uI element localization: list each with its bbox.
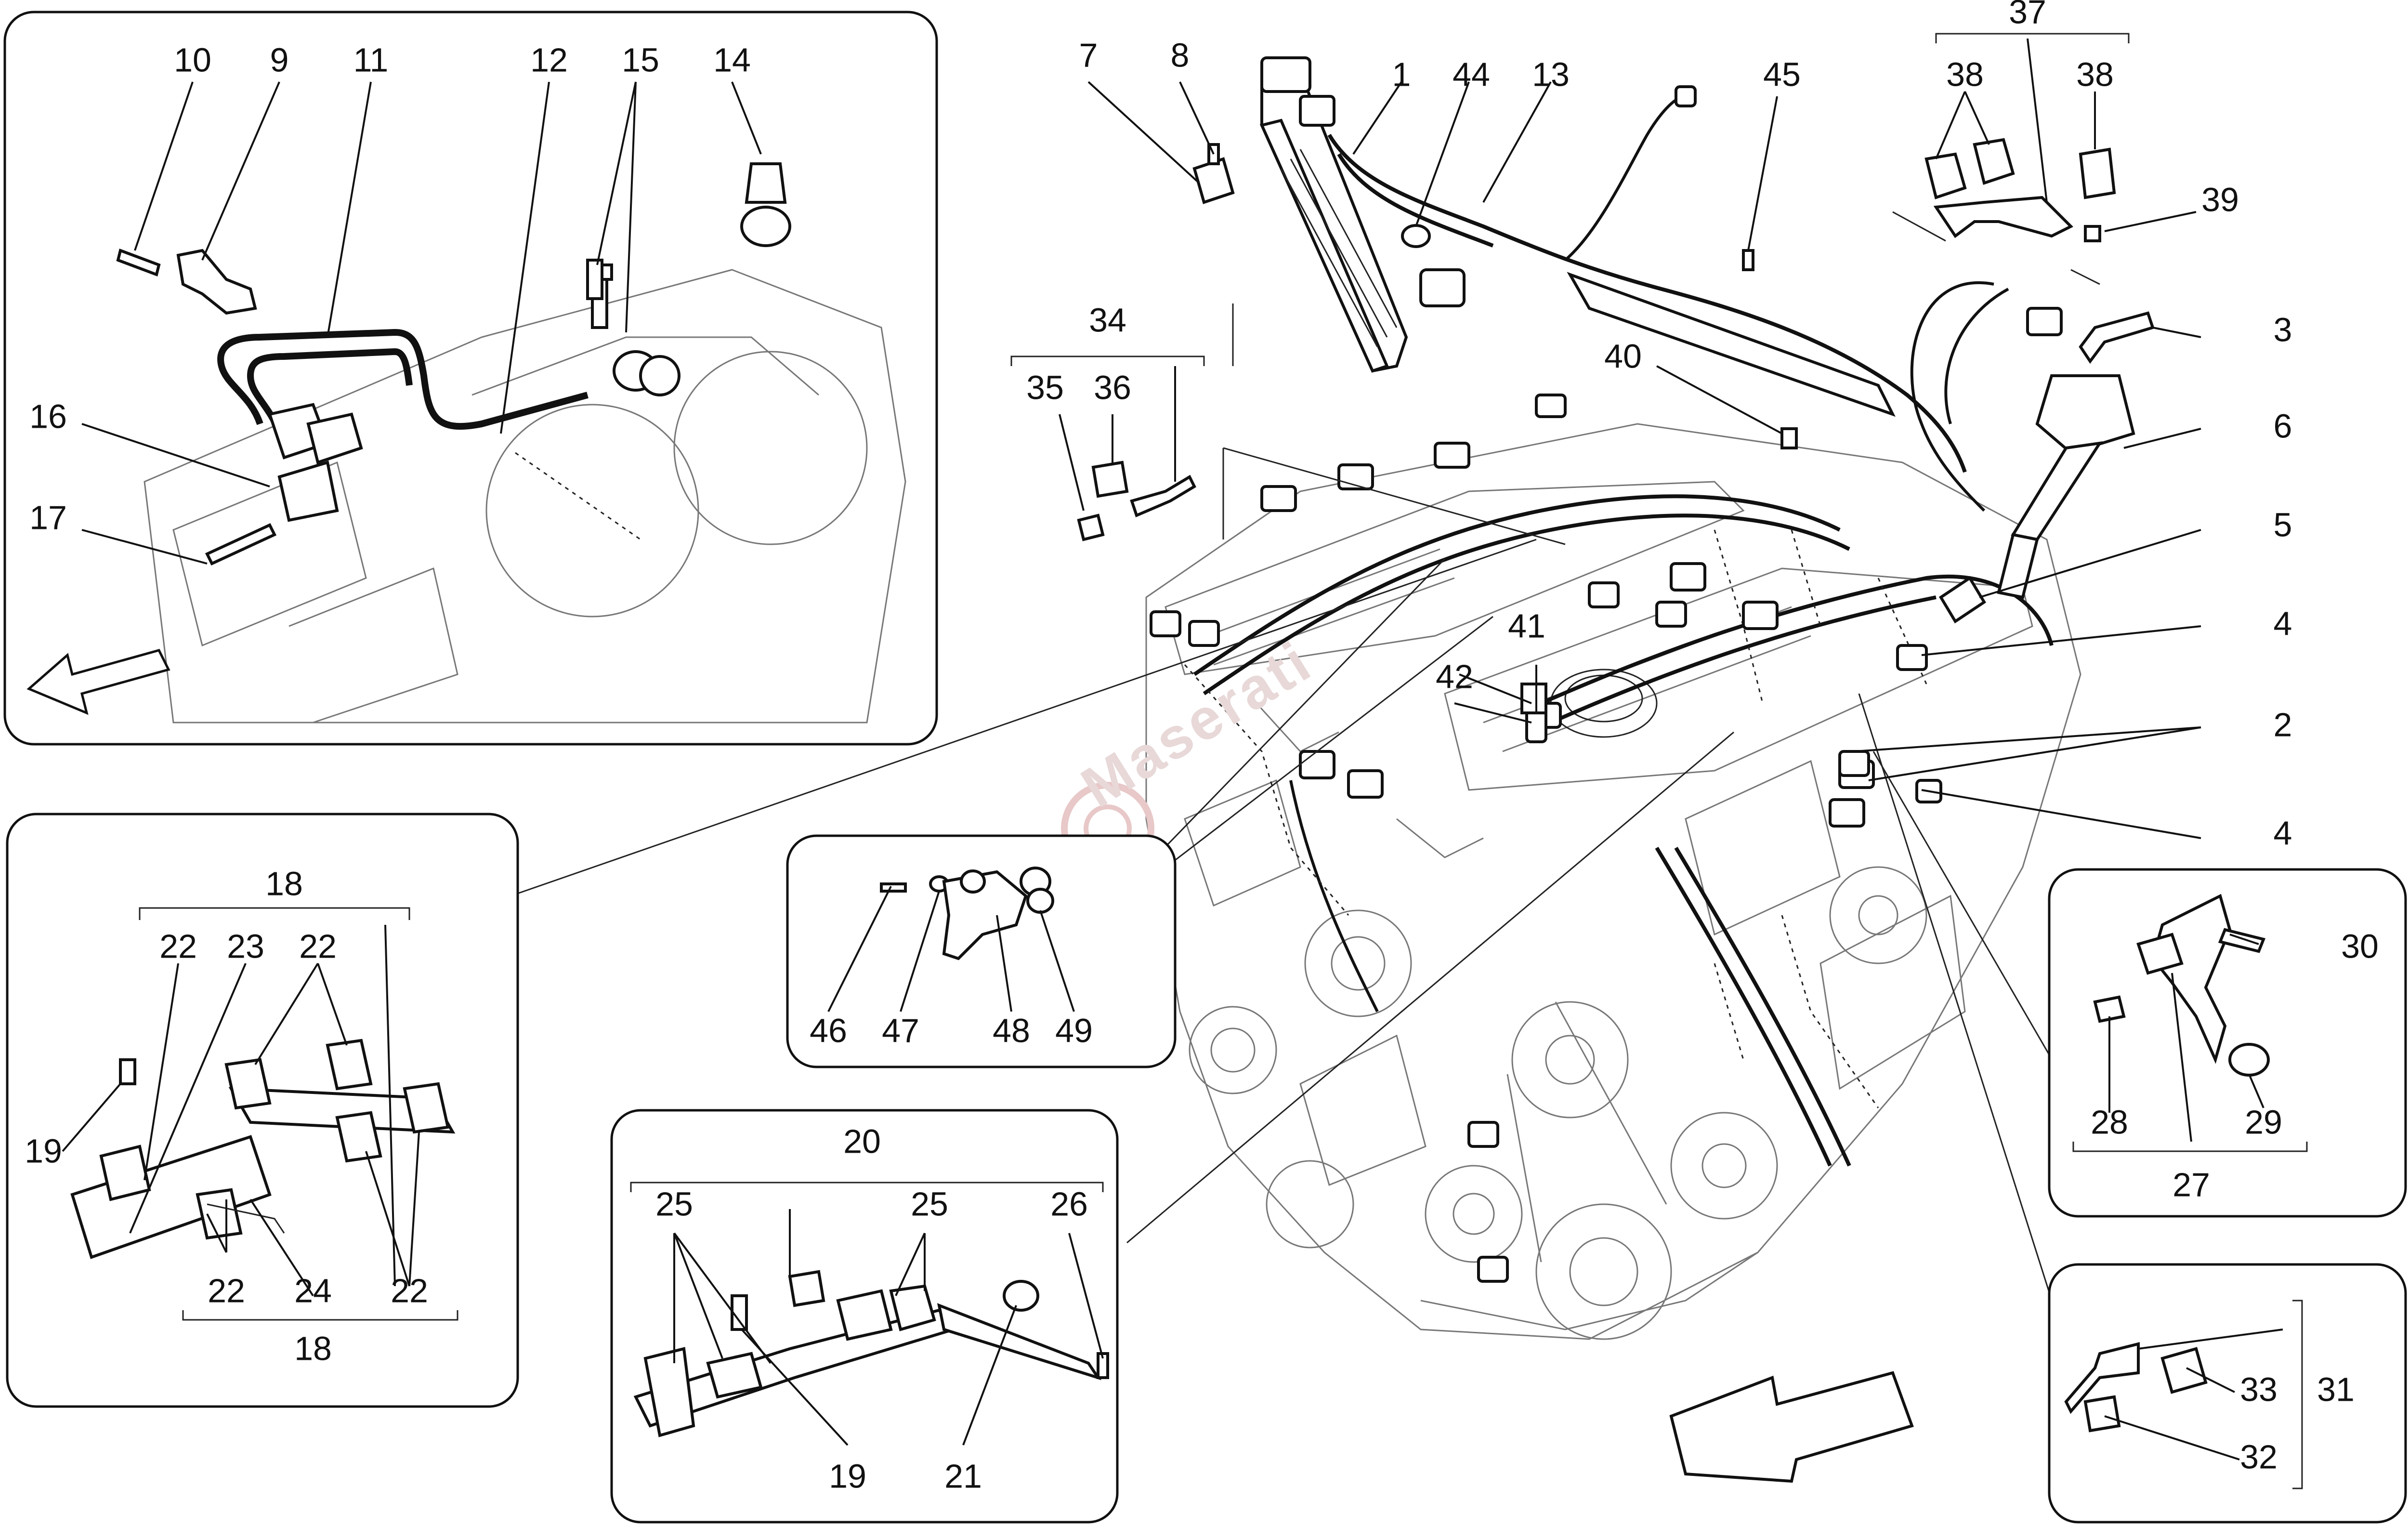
callout-32: 32 <box>2240 1438 2277 1475</box>
callout-10: 10 <box>174 41 211 79</box>
callout-42: 42 <box>1436 658 1473 695</box>
callout-37: 37 <box>2009 0 2046 30</box>
callout-4a: 4 <box>2274 605 2292 642</box>
callout-16: 16 <box>29 397 67 435</box>
callout-49: 49 <box>1055 1012 1093 1049</box>
callout-28: 28 <box>2091 1103 2128 1141</box>
callout-labels: 10 9 11 12 15 14 16 17 7 8 1 44 13 45 37… <box>25 0 2379 1495</box>
callout-25a: 25 <box>655 1185 693 1223</box>
inset-bracket-31 <box>2048 1263 2407 1524</box>
callout-13: 13 <box>1532 55 1570 93</box>
callout-15: 15 <box>622 41 659 79</box>
callout-leaders <box>62 33 2283 1460</box>
callout-27: 27 <box>2172 1166 2210 1203</box>
callout-7: 7 <box>1079 36 1098 74</box>
callout-1: 1 <box>1392 55 1411 93</box>
callout-22c: 22 <box>208 1272 245 1309</box>
inset-bracket-27 <box>2048 868 2407 1218</box>
callout-26: 26 <box>1050 1185 1088 1223</box>
callout-4b: 4 <box>2274 814 2292 852</box>
callout-14: 14 <box>713 41 751 79</box>
engine-assembly <box>1145 56 2155 1340</box>
callout-24: 24 <box>294 1272 332 1309</box>
callout-25b: 25 <box>911 1185 948 1223</box>
callout-12: 12 <box>530 41 568 79</box>
callout-31: 31 <box>2317 1370 2355 1408</box>
callout-30: 30 <box>2341 927 2379 965</box>
inset-bracket-20 <box>610 1109 1119 1524</box>
front-arrow-inset <box>26 649 170 715</box>
callout-6: 6 <box>2274 407 2292 445</box>
callout-22b: 22 <box>299 927 337 965</box>
callout-11: 11 <box>353 41 389 79</box>
callout-47: 47 <box>882 1012 919 1049</box>
callout-22a: 22 <box>159 927 197 965</box>
callout-20: 20 <box>843 1122 881 1160</box>
front-arrow-main <box>1669 1371 1914 1483</box>
callout-38a: 38 <box>1946 55 1984 93</box>
inset-fuel-system <box>3 11 938 746</box>
callout-8: 8 <box>1171 36 1190 74</box>
callout-18-bottom: 18 <box>294 1329 332 1367</box>
callout-23: 23 <box>227 927 264 965</box>
callout-5: 5 <box>2274 506 2292 543</box>
inset-sensor-46-49 <box>786 834 1177 1068</box>
callout-44: 44 <box>1453 55 1490 93</box>
callout-48: 48 <box>993 1012 1030 1049</box>
callout-46: 46 <box>810 1012 847 1049</box>
callout-19a: 19 <box>25 1132 62 1170</box>
callout-40: 40 <box>1604 337 1642 375</box>
callout-41: 41 <box>1508 607 1545 645</box>
callout-36: 36 <box>1094 368 1131 406</box>
callout-29: 29 <box>2245 1103 2282 1141</box>
callout-18-top: 18 <box>265 865 303 902</box>
callout-19b: 19 <box>829 1457 866 1495</box>
callout-38b: 38 <box>2076 55 2114 93</box>
callout-45: 45 <box>1763 55 1801 93</box>
callout-39: 39 <box>2201 181 2239 218</box>
callout-17: 17 <box>29 499 67 536</box>
callout-22d: 22 <box>391 1272 428 1309</box>
callout-34: 34 <box>1089 301 1126 339</box>
inset-leader-lines <box>510 303 2067 1316</box>
callout-2: 2 <box>2274 706 2292 743</box>
callout-3: 3 <box>2274 311 2292 348</box>
inset-bracket-18 <box>6 813 519 1408</box>
callout-35: 35 <box>1026 368 1064 406</box>
callout-9: 9 <box>270 41 289 79</box>
callout-21: 21 <box>944 1457 982 1495</box>
callout-33: 33 <box>2240 1370 2277 1408</box>
